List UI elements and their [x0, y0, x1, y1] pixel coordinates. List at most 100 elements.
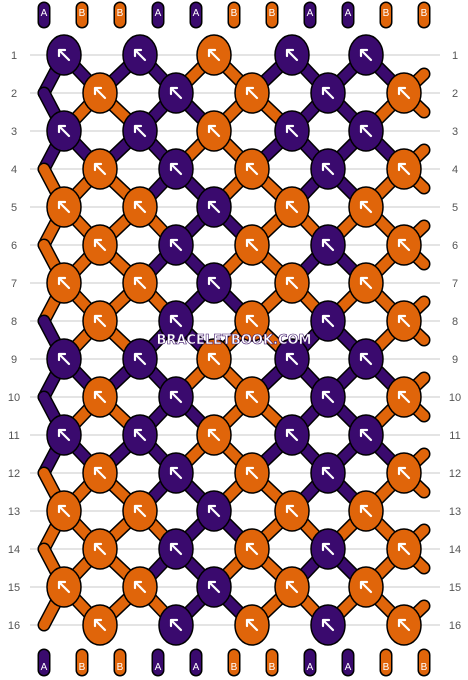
knot: [234, 148, 270, 190]
knot: [46, 490, 82, 532]
knot: [274, 338, 310, 380]
row-label-left: 9: [11, 354, 17, 366]
knot-arrow-icon: [207, 504, 221, 518]
knot: [310, 224, 346, 266]
knot-arrow-icon: [93, 314, 107, 328]
knot-arrow-icon: [321, 238, 335, 252]
knot-arrow-icon: [397, 542, 411, 556]
knot-arrow-icon: [245, 618, 259, 632]
knot-arrow-icon: [133, 48, 147, 62]
knot-arrow-icon: [57, 200, 71, 214]
string-label-bottom: B: [383, 662, 390, 673]
knot-arrow-icon: [133, 428, 147, 442]
knot: [122, 490, 158, 532]
knot: [348, 338, 384, 380]
knot: [158, 528, 194, 570]
row-label-right: 14: [449, 544, 461, 556]
knot: [196, 34, 232, 76]
knot-arrow-icon: [207, 580, 221, 594]
row-label-right: 2: [452, 88, 458, 100]
knot: [196, 566, 232, 608]
knot-arrow-icon: [285, 48, 299, 62]
knot: [82, 224, 118, 266]
knot: [82, 452, 118, 494]
row-label-left: 13: [8, 506, 20, 518]
knot-arrow-icon: [245, 162, 259, 176]
knot: [310, 452, 346, 494]
knot: [310, 604, 346, 646]
knot: [46, 110, 82, 152]
knot-arrow-icon: [57, 276, 71, 290]
knot: [122, 414, 158, 456]
knot-arrow-icon: [207, 124, 221, 138]
knot: [158, 148, 194, 190]
knot-arrow-icon: [169, 466, 183, 480]
knot-arrow-icon: [397, 314, 411, 328]
row-label-left: 5: [11, 202, 17, 214]
knot: [386, 148, 422, 190]
watermark-text: BRACELETBOOK.COM: [157, 333, 312, 348]
knot: [46, 566, 82, 608]
knot: [348, 186, 384, 228]
knot: [122, 566, 158, 608]
knot-arrow-icon: [133, 352, 147, 366]
knot: [158, 72, 194, 114]
knot-arrow-icon: [133, 200, 147, 214]
knot-arrow-icon: [207, 352, 221, 366]
knot: [82, 72, 118, 114]
knot: [386, 376, 422, 418]
row-label-right: 5: [452, 202, 458, 214]
knot-arrow-icon: [285, 124, 299, 138]
row-label-right: 10: [449, 392, 461, 404]
knot: [348, 34, 384, 76]
knot-arrow-icon: [359, 48, 373, 62]
row-label-right: 15: [449, 582, 461, 594]
row-label-right: 11: [449, 430, 460, 442]
row-label-right: 7: [452, 278, 458, 290]
knot: [274, 490, 310, 532]
knot-arrow-icon: [169, 390, 183, 404]
knot: [310, 72, 346, 114]
knot-arrow-icon: [169, 238, 183, 252]
knot-grid: [46, 34, 422, 646]
knot-arrow-icon: [93, 238, 107, 252]
string-label-top: A: [307, 8, 314, 19]
knot: [234, 604, 270, 646]
knot: [274, 34, 310, 76]
knot-arrow-icon: [207, 200, 221, 214]
knot: [196, 490, 232, 532]
knot-arrow-icon: [321, 542, 335, 556]
string-label-bottom: A: [307, 662, 314, 673]
knot-arrow-icon: [397, 238, 411, 252]
row-label-right: 13: [449, 506, 461, 518]
knot-arrow-icon: [93, 86, 107, 100]
knot: [82, 528, 118, 570]
knot: [386, 528, 422, 570]
string-label-bottom: A: [41, 662, 48, 673]
knot: [386, 452, 422, 494]
knot-arrow-icon: [245, 542, 259, 556]
string-label-top: B: [79, 8, 86, 19]
row-label-left: 15: [8, 582, 20, 594]
knot: [310, 300, 346, 342]
knot-arrow-icon: [359, 124, 373, 138]
knot-arrow-icon: [57, 352, 71, 366]
row-label-right: 6: [452, 240, 458, 252]
knot: [158, 300, 194, 342]
row-label-right: 4: [452, 164, 458, 176]
knot-arrow-icon: [285, 580, 299, 594]
knot: [122, 262, 158, 304]
row-label-left: 12: [8, 468, 20, 480]
knot-arrow-icon: [245, 86, 259, 100]
row-label-left: 11: [8, 430, 19, 442]
knot: [196, 414, 232, 456]
knot: [310, 528, 346, 570]
knot-arrow-icon: [321, 314, 335, 328]
knot-arrow-icon: [285, 276, 299, 290]
knot-arrow-icon: [245, 390, 259, 404]
knot-arrow-icon: [169, 618, 183, 632]
knot: [234, 452, 270, 494]
